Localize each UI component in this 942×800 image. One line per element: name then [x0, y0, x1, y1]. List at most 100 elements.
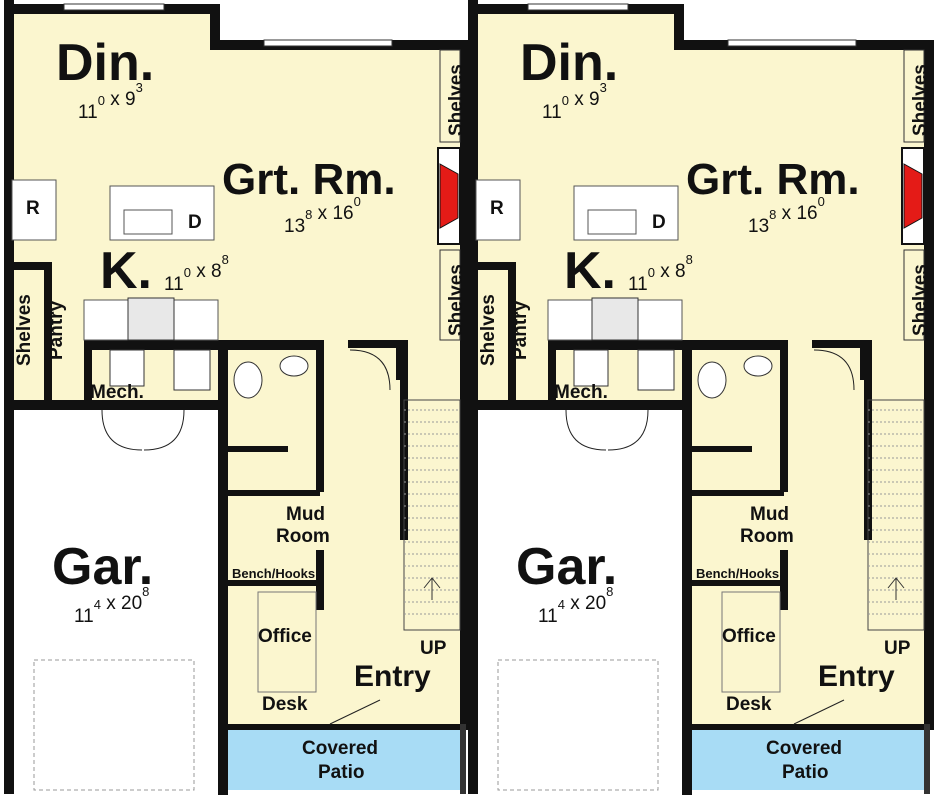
entry-label: Entry: [354, 660, 431, 693]
wall: [682, 340, 692, 400]
office-label: Office: [722, 626, 776, 647]
arrow-up-icon: [423, 577, 441, 600]
wall: [812, 340, 864, 348]
wall: [780, 340, 788, 400]
wall: [4, 4, 14, 794]
wall: [684, 580, 784, 586]
door: [607, 409, 649, 451]
great-room-label: Grt. Rm.: [686, 155, 860, 204]
mech-label: Mech.: [554, 382, 608, 403]
refrigerator-label: R: [490, 198, 504, 219]
fireplace-icon: [903, 163, 923, 229]
wall: [688, 724, 934, 730]
stairs-up-label: UP: [420, 638, 447, 659]
toilet-icon: [233, 361, 263, 399]
wall: [548, 340, 788, 350]
wall: [316, 550, 324, 610]
wall: [468, 0, 478, 10]
wall: [460, 40, 470, 730]
shelf-unit: [903, 49, 925, 143]
range-icon: [591, 297, 639, 341]
wall: [924, 40, 934, 730]
wall: [218, 400, 228, 795]
wall: [210, 4, 220, 50]
refrigerator-icon: [11, 179, 57, 241]
wall: [468, 4, 478, 794]
desk: [257, 591, 317, 693]
window: [527, 3, 629, 11]
dining-dims: 110 x 93: [542, 80, 607, 123]
patio-label-2: Patio: [318, 762, 364, 783]
shelves-upper-label: Shelves: [910, 64, 931, 136]
shelves-lower-label: Shelves: [910, 264, 931, 336]
dishwasher-label: D: [652, 212, 666, 233]
dishwasher-label: D: [188, 212, 202, 233]
door: [101, 409, 143, 451]
toilet-icon: [697, 361, 727, 399]
staircase: [867, 399, 925, 631]
window: [727, 39, 857, 47]
mech-label: Mech.: [90, 382, 144, 403]
wall: [460, 724, 466, 794]
entry-door: [329, 699, 381, 725]
garage-label: Gar.: [52, 538, 153, 596]
wall: [548, 340, 556, 406]
great-room-dims: 138 x 160: [748, 194, 825, 237]
window: [63, 3, 165, 11]
wall: [84, 340, 92, 406]
staircase: [403, 399, 461, 631]
covered-patio-area: [228, 728, 464, 790]
wall: [684, 490, 784, 496]
wall: [508, 262, 516, 402]
wall: [674, 4, 684, 50]
dining-label: Din.: [520, 34, 618, 92]
kitchen-dims: 110 x 88: [628, 252, 693, 295]
patio-label-2: Patio: [782, 762, 828, 783]
garage-floor: [8, 406, 220, 794]
garage-floor: [472, 406, 684, 794]
garage-label: Gar.: [516, 538, 617, 596]
door: [143, 409, 185, 451]
window: [263, 39, 393, 47]
entry-door: [793, 699, 845, 725]
stairs-up-label: UP: [884, 638, 911, 659]
furnace-icon: [173, 349, 211, 391]
bench-hooks-label: Bench/Hooks: [232, 566, 315, 581]
shelves-lower-label: Shelves: [446, 264, 467, 336]
wall: [348, 340, 400, 348]
wall: [692, 446, 752, 452]
kitchen-label: K.: [100, 242, 152, 300]
desk-label: Desk: [262, 694, 308, 715]
wall: [8, 400, 228, 410]
wall: [682, 400, 692, 795]
wall: [4, 0, 14, 10]
wall: [472, 262, 516, 270]
mud-room-label-1: Mud: [750, 504, 789, 525]
range-icon: [127, 297, 175, 341]
pantry-label: Pantry: [510, 300, 531, 360]
mud-room-label-1: Mud: [286, 504, 325, 525]
wall: [44, 262, 52, 402]
shelf-unit: [439, 249, 461, 341]
pantry-label: Pantry: [46, 300, 67, 360]
pantry-shelves-label: Shelves: [478, 294, 499, 366]
mud-room-label-2: Room: [740, 526, 794, 547]
garage-door: [497, 659, 659, 791]
water-heater-icon: [109, 349, 145, 387]
desk: [721, 591, 781, 693]
wall: [316, 340, 324, 400]
covered-patio-area: [692, 728, 928, 790]
pantry-shelves-label: Shelves: [14, 294, 35, 366]
mud-room-label-2: Room: [276, 526, 330, 547]
wall: [780, 550, 788, 610]
door: [565, 409, 607, 451]
entry-label: Entry: [818, 660, 895, 693]
refrigerator-label: R: [26, 198, 40, 219]
door: [813, 349, 855, 391]
wall: [220, 580, 320, 586]
water-heater-icon: [573, 349, 609, 387]
wall: [316, 400, 324, 492]
